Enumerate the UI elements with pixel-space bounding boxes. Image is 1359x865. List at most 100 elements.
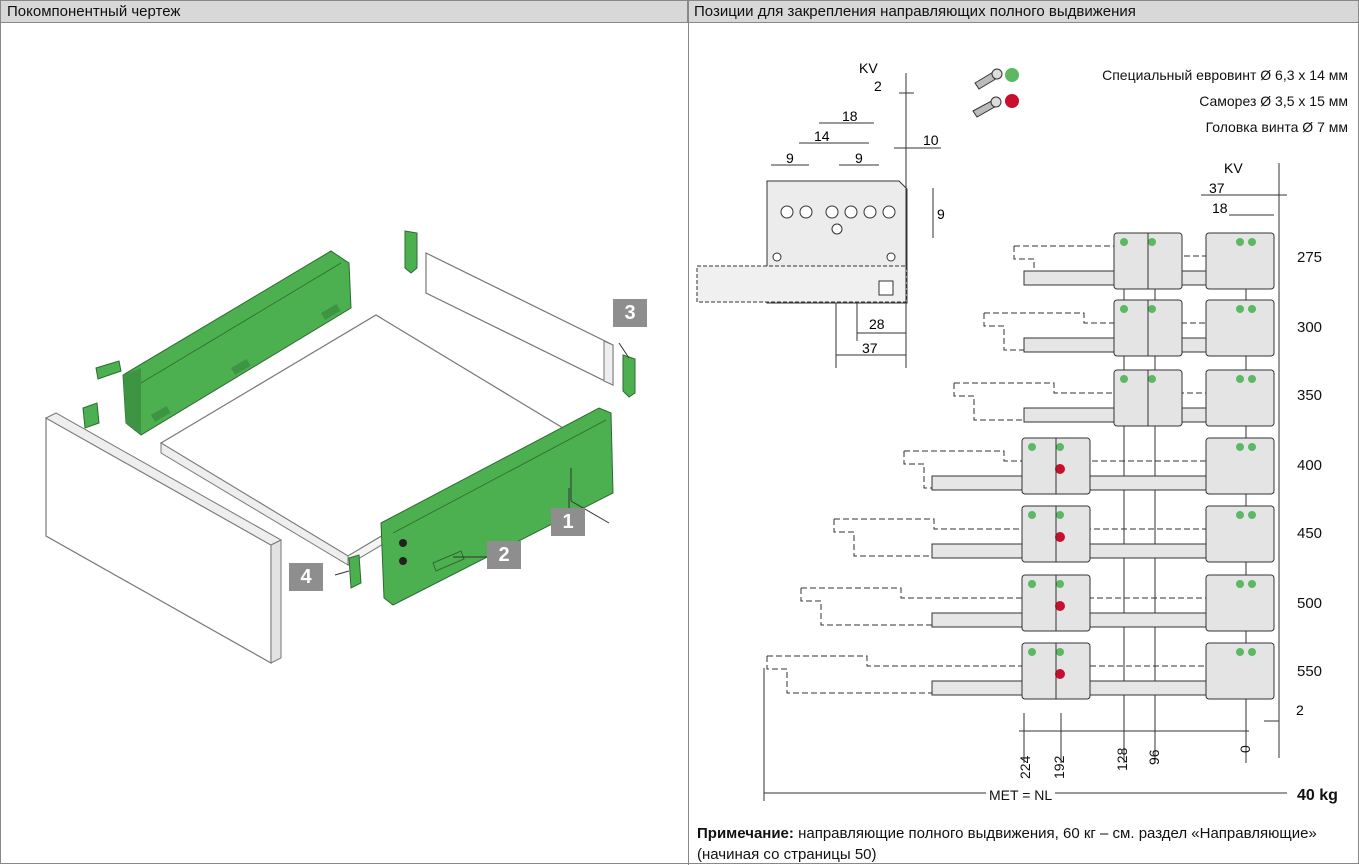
detail-dim-9b: 9	[855, 150, 863, 166]
green-screw-mark	[1056, 648, 1064, 656]
row-label-450: 450	[1297, 525, 1323, 542]
detail-dim-18: 18	[842, 108, 858, 124]
row-dashed-outline	[904, 450, 1249, 462]
red-screw-mark	[1055, 532, 1065, 542]
green-screw-mark	[1248, 443, 1256, 451]
front-connector-bottom	[348, 554, 362, 589]
bottom-dim-192: 192	[1051, 755, 1067, 779]
callout-2: 2	[487, 541, 521, 569]
rear-bracket	[1205, 574, 1275, 632]
main-dim-18: 18	[1212, 200, 1228, 216]
note-title: Примечание:	[697, 825, 794, 842]
euroscrew-icon	[974, 68, 1003, 90]
front-panel	[44, 412, 283, 665]
green-screw-mark	[1248, 375, 1256, 383]
legend-selftap: Саморез Ø 3,5 x 15 мм	[1199, 93, 1348, 109]
green-screw-mark	[1056, 511, 1064, 519]
green-screw-mark	[1120, 375, 1128, 383]
green-screw-mark	[1148, 375, 1156, 383]
detail-kv-label: KV	[859, 60, 878, 76]
green-dot-icon	[1005, 68, 1019, 82]
met-nl-label: MET = NL	[986, 787, 1056, 803]
rear-bracket	[1205, 369, 1275, 427]
green-screw-mark	[1248, 238, 1256, 246]
red-screw-mark	[1055, 601, 1065, 611]
green-screw-mark	[1056, 443, 1064, 451]
detail-dim-9a: 9	[786, 150, 794, 166]
note: Примечание: направляющие полного выдвиже…	[697, 823, 1352, 865]
detail-dim-28: 28	[869, 316, 885, 332]
right-drawer-side	[380, 407, 614, 606]
green-screw-mark	[1236, 305, 1244, 313]
green-screw-mark	[1236, 511, 1244, 519]
rear-bracket	[1205, 642, 1275, 700]
rear-bracket	[1205, 505, 1275, 563]
back-panel	[425, 252, 614, 386]
green-screw-mark	[1236, 580, 1244, 588]
green-screw-mark	[1248, 511, 1256, 519]
callout-3: 3	[613, 299, 647, 327]
bottom-dim-96: 96	[1146, 749, 1162, 765]
row-label-300: 300	[1297, 319, 1323, 336]
left-drawer-side	[122, 250, 352, 436]
green-screw-mark	[1236, 375, 1244, 383]
row-label-550: 550	[1297, 663, 1323, 680]
green-screw-mark	[1248, 580, 1256, 588]
row-label-500: 500	[1297, 595, 1323, 612]
rear-connector-right	[622, 354, 636, 398]
green-screw-mark	[1236, 443, 1244, 451]
green-screw-mark	[1248, 305, 1256, 313]
green-screw-mark	[1236, 238, 1244, 246]
green-screw-mark	[1056, 580, 1064, 588]
green-screw-mark	[1248, 648, 1256, 656]
weight-label: 40 kg	[1297, 787, 1338, 804]
panel-divider	[688, 1, 689, 865]
legend-head: Головка винта Ø 7 мм	[1205, 119, 1348, 135]
callout-1: 1	[551, 508, 585, 536]
rear-bracket	[1205, 232, 1275, 290]
callout-4: 4	[289, 563, 323, 591]
cover-cap	[432, 550, 465, 572]
row-dashed-outline	[767, 655, 1249, 667]
main-dim-37: 37	[1209, 180, 1225, 196]
row-label-275: 275	[1297, 249, 1323, 266]
detail-dim-14: 14	[814, 128, 830, 144]
front-connector-left	[82, 360, 122, 429]
exploded-drawing	[44, 230, 636, 665]
bottom-dim-0: 0	[1237, 745, 1253, 753]
row-label-350: 350	[1297, 387, 1323, 404]
row-dashed-outline	[954, 382, 1249, 394]
main-kv-label: KV	[1224, 160, 1243, 176]
bottom-dim-128: 128	[1114, 747, 1130, 771]
green-screw-mark	[1028, 443, 1036, 451]
bottom-dim-224: 224	[1017, 755, 1033, 779]
row-label-400: 400	[1297, 457, 1323, 474]
row-dashed-outline	[834, 518, 1249, 530]
exploded-view-header: Покомпонентный чертеж	[1, 1, 688, 23]
green-screw-mark	[1028, 580, 1036, 588]
mounting-positions-drawing: KV 2 18 14 10 9 9 9 28 37	[696, 60, 1304, 801]
red-dot-icon	[1005, 94, 1019, 108]
detail-bracket-drawing	[696, 73, 941, 368]
red-screw-mark	[1055, 669, 1065, 679]
rear-bracket	[1205, 299, 1275, 357]
detail-dim-10: 10	[923, 132, 939, 148]
detail-dim-2: 2	[874, 78, 882, 94]
selftap-screw-icon	[972, 96, 1002, 118]
slide-rows	[766, 232, 1275, 700]
green-screw-mark	[1148, 305, 1156, 313]
detail-dim-37: 37	[862, 340, 878, 356]
detail-dim-9v: 9	[937, 206, 945, 222]
rear-connector-top	[404, 230, 418, 274]
green-screw-mark	[1028, 648, 1036, 656]
green-screw-mark	[1148, 238, 1156, 246]
note-text: направляющие полного выдвижения, 60 кг –…	[697, 825, 1317, 863]
green-screw-mark	[1120, 305, 1128, 313]
legend-euroscrew: Специальный евровинт Ø 6,3 x 14 мм	[1102, 67, 1348, 83]
row-dashed-outline-lower	[833, 519, 1249, 557]
red-screw-mark	[1055, 464, 1065, 474]
mounting-positions-header: Позиции для закрепления направляющих пол…	[688, 1, 1358, 23]
rear-bracket	[1205, 437, 1275, 495]
green-screw-mark	[1028, 511, 1036, 519]
